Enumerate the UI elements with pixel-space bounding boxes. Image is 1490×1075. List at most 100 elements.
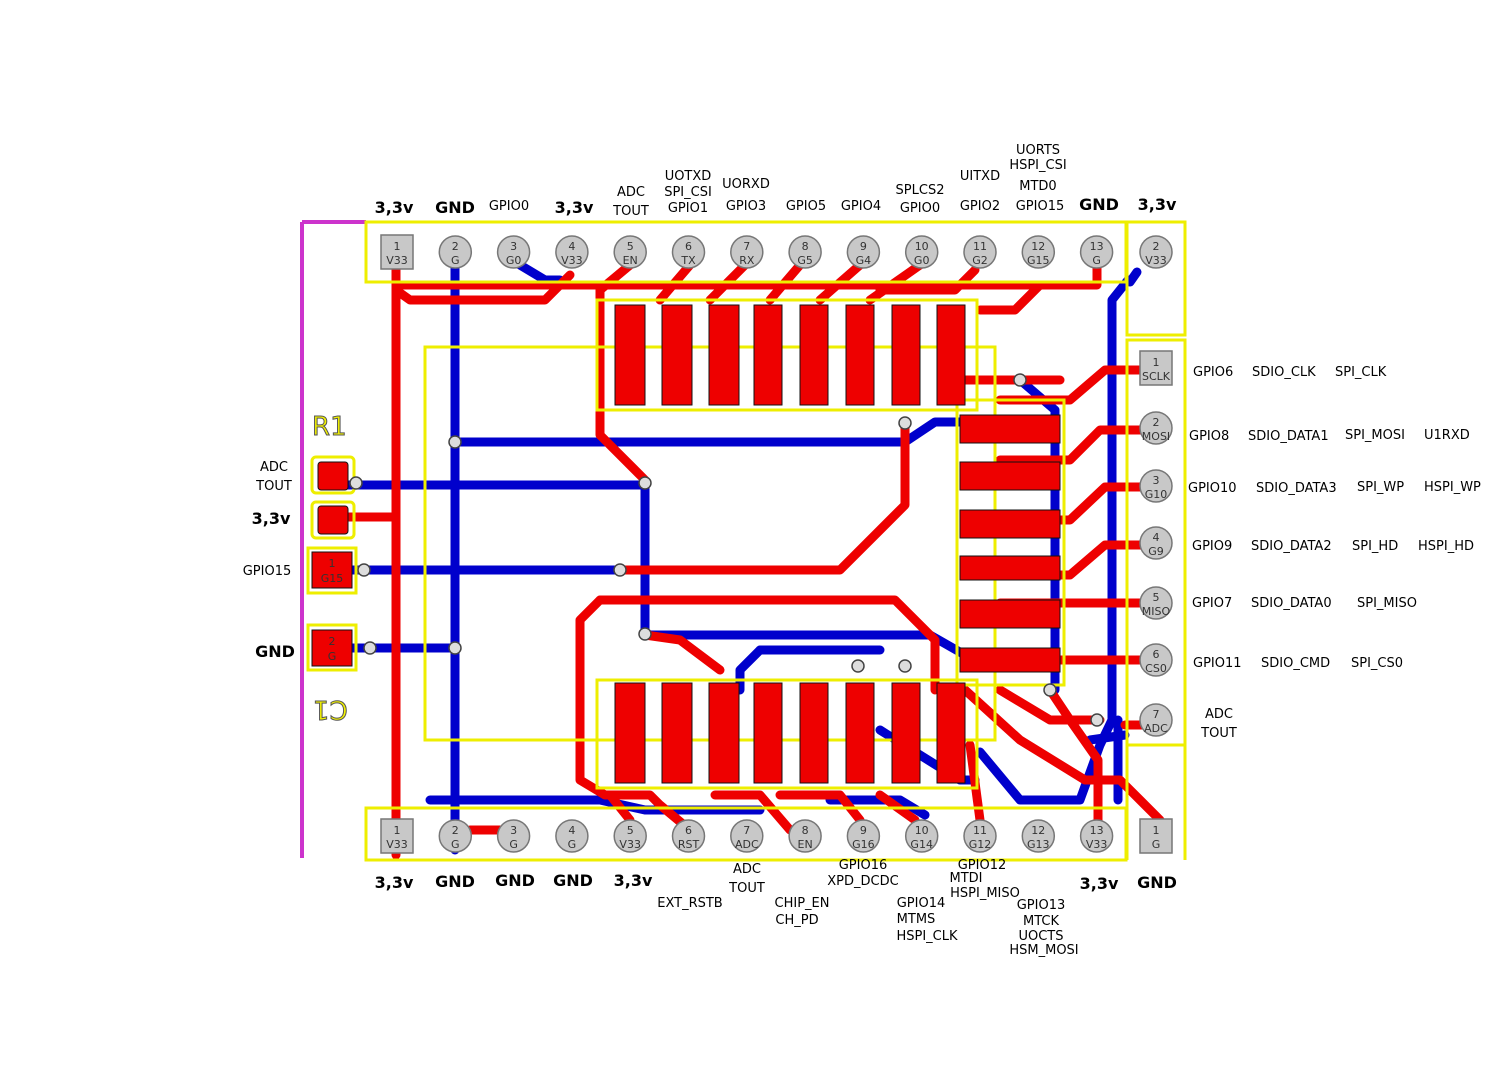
bottom-pin-8: 8EN	[788, 819, 822, 853]
bottom-pin-5-name: V33	[619, 838, 641, 851]
bottom-pin-1-num: 1	[394, 824, 401, 837]
top-pin-9-name: G4	[856, 254, 872, 267]
top-pin-3-name: G0	[506, 254, 522, 267]
right-pin-2-pad	[1139, 411, 1173, 445]
bottom-pin-4-name: G	[568, 838, 577, 851]
bottom-label-gpio14: GPIO14	[897, 896, 946, 911]
left-label-adc: ADC	[260, 460, 288, 475]
bottom-pin-7-name: ADC	[735, 838, 759, 851]
bottom-label-mtdi: MTDI	[949, 871, 982, 886]
top-pin-9-num: 9	[860, 240, 867, 253]
top-label-3v3-2: 3,3v	[555, 198, 594, 217]
right-pin-1-name: SCLK	[1142, 370, 1171, 383]
bottom-label-mtms: MTMS	[897, 912, 936, 927]
top-label-mtd0: MTD0	[1019, 179, 1056, 194]
top-label-gnd-2: GND	[1079, 195, 1119, 214]
top-pin-10-pad	[904, 235, 939, 269]
right-label-spi-miso: SPI_MISO	[1357, 596, 1417, 611]
bottom-label-gnd-3: GND	[553, 871, 593, 890]
bottom-pin-10-pad	[904, 819, 939, 853]
right-label-gpio9: GPIO9	[1192, 539, 1232, 554]
top-pin-7: 7RX	[730, 235, 764, 269]
top-label-uorxd: UORXD	[722, 177, 770, 192]
bottom-pin-6-name: RST	[678, 838, 700, 851]
c1-pad-1-num: 1	[329, 557, 336, 570]
bottom-pin-11-num: 11	[973, 824, 987, 837]
right-pin-1-num: 1	[1153, 356, 1160, 369]
right-pin-7-pad	[1139, 703, 1173, 737]
top-pin-7-num: 7	[743, 240, 750, 253]
right-pin-6-pad	[1139, 643, 1173, 677]
c1-pad-2-name: G	[328, 650, 337, 663]
bottom-label-chip-en: CHIP_EN	[775, 896, 830, 911]
left-label-tout: TOUT	[255, 479, 292, 494]
top-pin-extra-name: V33	[1145, 254, 1167, 267]
bottom-pin-2-name: G	[451, 838, 460, 851]
right-pin-6-name: CS0	[1145, 662, 1167, 675]
right-label-gpio6: GPIO6	[1193, 365, 1233, 380]
top-pin-5-pad	[613, 235, 647, 269]
top-pin-7-name: RX	[739, 254, 755, 267]
top-pin-11-pad	[963, 235, 997, 269]
c1-pad-1	[311, 551, 353, 589]
left-label-gpio15: GPIO15	[243, 564, 292, 579]
top-pin-extra-pad	[1139, 235, 1173, 269]
right-label-spi-hd: SPI_HD	[1352, 539, 1398, 554]
top-label-spi-csi: SPI_CSI	[664, 185, 712, 200]
bottom-pin-8-name: EN	[798, 838, 813, 851]
top-pin-12-num: 12	[1031, 240, 1045, 253]
top-pin-8-num: 8	[802, 240, 809, 253]
top-label-gpio4: GPIO4	[841, 199, 881, 214]
top-label-hspi-csi: HSPI_CSI	[1009, 158, 1066, 173]
top-label-gpio2: GPIO2	[960, 199, 1000, 214]
top-label-uorts: UORTS	[1016, 143, 1060, 158]
right-label-sdio-clk: SDIO_CLK	[1252, 365, 1316, 380]
top-label-gpio5: GPIO5	[786, 199, 826, 214]
right-pin-4: 4G9	[1139, 526, 1173, 560]
top-pin-11-name: G2	[972, 254, 988, 267]
right-label-gpio10: GPIO10	[1188, 481, 1237, 496]
right-label-gpio11: GPIO11	[1193, 656, 1242, 671]
right-label-sdio-data1: SDIO_DATA1	[1248, 429, 1329, 444]
right-pin-4-name: G9	[1148, 545, 1164, 558]
top-label-adc: ADC	[617, 185, 645, 200]
top-copper-traces	[340, 245, 1165, 860]
top-label-gpio3: GPIO3	[726, 199, 766, 214]
right-label-sdio-data0: SDIO_DATA0	[1251, 596, 1332, 611]
bottom-pin-1-name: V33	[386, 838, 408, 851]
top-pin-6-name: TX	[680, 254, 696, 267]
right-pin-3-pad	[1139, 469, 1173, 503]
left-label-3v3: 3,3v	[252, 509, 291, 528]
bottom-pin-12-pad	[1021, 819, 1056, 853]
bottom-pin-8-num: 8	[802, 824, 809, 837]
right-pin-7-num: 7	[1153, 708, 1160, 721]
bottom-pin-9-pad	[846, 819, 881, 853]
bottom-pin-11-pad	[963, 819, 997, 853]
top-label-tout: TOUT	[612, 204, 649, 219]
bottom-label-gnd-4: GND	[1137, 873, 1177, 892]
top-pin-6-pad	[671, 235, 706, 269]
top-pin-3-num: 3	[510, 240, 517, 253]
top-pin-2-num: 2	[452, 240, 459, 253]
right-pin-1-pad	[1139, 350, 1173, 386]
bottom-pin-extra-pad	[1139, 818, 1173, 854]
top-pin-2-name: G	[451, 254, 460, 267]
bottom-pin-3: 3G	[496, 819, 531, 853]
right-label-spi-mosi: SPI_MOSI	[1345, 428, 1405, 443]
right-label-hspi-hd: HSPI_HD	[1418, 539, 1474, 554]
bottom-pin-6-num: 6	[685, 824, 692, 837]
top-pin-8: 8G5	[788, 235, 822, 269]
top-label-gnd-1: GND	[435, 198, 475, 217]
right-pin-3-name: G10	[1145, 488, 1168, 501]
right-pin-3-num: 3	[1153, 474, 1160, 487]
bottom-label-xpd-dcdc: XPD_DCDC	[827, 874, 898, 889]
c1-designator: C1	[313, 694, 348, 724]
bottom-pin-2-num: 2	[452, 824, 459, 837]
